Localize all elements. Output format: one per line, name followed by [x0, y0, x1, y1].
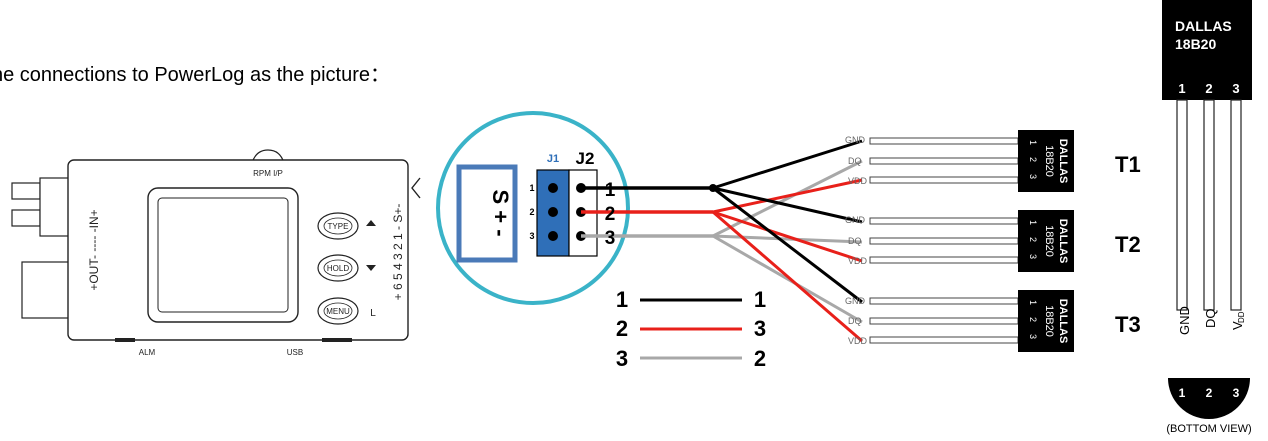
j2-pin-2: 2 — [605, 204, 616, 225]
t2-pin-2: 2 — [1028, 237, 1038, 242]
t1-pin-1: 1 — [1028, 140, 1038, 145]
menu-button-label: MENU — [326, 307, 350, 316]
sm-port-label: S + - — [488, 189, 513, 236]
t1-lead-gnd: GND — [845, 135, 866, 145]
t3-pin-3: 3 — [1028, 334, 1038, 339]
t1-pin-2: 2 — [1028, 157, 1038, 162]
t1-lead-dq: DQ — [848, 156, 862, 166]
t3-lead-vdd: VDD — [848, 336, 868, 346]
legend-3-to: 2 — [754, 346, 766, 371]
chip-bottom-pin-2: 2 — [1206, 386, 1213, 400]
t3-body-line-1: DALLAS — [1057, 299, 1069, 344]
bottom-view-label: (BOTTOM VIEW) — [1166, 423, 1251, 435]
channel-label: + 6 5 4 3 2 1 - S+- — [391, 204, 405, 301]
intro-text: he connections to PowerLog as the pictur… — [0, 64, 391, 86]
t3-pin-1: 1 — [1028, 300, 1038, 305]
chip-body — [1162, 0, 1252, 100]
t2-body-line-2: 18B20 — [1043, 225, 1055, 257]
j2-pin-1: 1 — [605, 180, 616, 201]
j2-label: J2 — [576, 149, 595, 168]
legend-3-from: 3 — [616, 346, 628, 371]
t2-lead-vdd: VDD — [848, 256, 868, 266]
t2-pin-1: 1 — [1028, 220, 1038, 225]
menu-side-label: L — [370, 308, 376, 319]
legend-1-to: 1 — [754, 287, 766, 312]
chip-bottom-pin-3: 3 — [1233, 386, 1240, 400]
ds18b20-pinout: DALLAS 18B20 1 2 3 GND DQ V DD 1 2 3 (BO… — [1162, 0, 1252, 435]
t2-lead-dq: DQ — [848, 236, 862, 246]
chip-lead-v: V — [1230, 321, 1245, 330]
j2-pin-3: 3 — [605, 228, 616, 249]
powerlog-device: RPM I/P TYPE HOLD MENU L +OUT- ---- -IN+… — [11, 149, 421, 357]
j1-pin-1: 1 — [529, 183, 534, 193]
t1-body-line-1: DALLAS — [1057, 139, 1069, 184]
t3-body-line-2: 18B20 — [1043, 305, 1055, 337]
type-button-label: TYPE — [328, 222, 349, 231]
chip-title-1: DALLAS — [1175, 18, 1232, 34]
sensor-t2: GND DQ VDD DALLAS 18B20 1 2 3 T2 — [845, 210, 1141, 272]
t3-tag: T3 — [1115, 312, 1141, 337]
hold-button-label: HOLD — [327, 264, 349, 273]
j1-pin-3: 3 — [529, 231, 534, 241]
chip-lead-dd: DD — [1237, 311, 1246, 323]
legend-1-from: 1 — [616, 287, 628, 312]
t1-tag: T1 — [1115, 152, 1141, 177]
sensor-t3: GND DQ VDD DALLAS 18B20 1 2 3 T3 — [845, 290, 1141, 352]
t2-body-line-1: DALLAS — [1057, 219, 1069, 264]
connector-zoom: S + - J1 J2 1 2 3 — [436, 111, 630, 305]
chip-lead-gnd: GND — [1177, 306, 1192, 335]
harness-wires: 1 2 3 — [581, 139, 863, 343]
sensor-t1: GND DQ VDD DALLAS 18B20 1 2 3 T1 — [845, 130, 1141, 192]
alm-label: ALM — [139, 348, 156, 357]
legend-2-to: 3 — [754, 316, 766, 341]
usb-label: USB — [287, 348, 303, 357]
chip-pin-2: 2 — [1205, 81, 1212, 96]
t2-tag: T2 — [1115, 232, 1141, 257]
j1-label: J1 — [547, 153, 559, 165]
chip-bottom-pin-1: 1 — [1179, 386, 1186, 400]
t1-body-line-2: 18B20 — [1043, 145, 1055, 177]
rpm-port-label: RPM I/P — [253, 169, 283, 178]
sm-port — [456, 164, 518, 263]
legend-2-from: 2 — [616, 316, 628, 341]
t2-lead-gnd: GND — [845, 215, 866, 225]
t3-lead-gnd: GND — [845, 296, 866, 306]
arrow-down-icon — [366, 265, 376, 271]
wire-legend: 1 1 2 3 3 2 — [616, 287, 766, 371]
t1-pin-3: 3 — [1028, 174, 1038, 179]
chip-bottom-view — [1168, 378, 1250, 419]
t3-lead-dq: DQ — [848, 316, 862, 326]
chip-pin-3: 3 — [1232, 81, 1239, 96]
chip-lead-dq: DQ — [1203, 309, 1218, 329]
chip-pin-1: 1 — [1178, 81, 1185, 96]
t3-pin-2: 2 — [1028, 317, 1038, 322]
chip-title-2: 18B20 — [1175, 36, 1216, 52]
t2-pin-3: 3 — [1028, 254, 1038, 259]
out-in-label: +OUT- ---- -IN+ — [87, 209, 101, 290]
arrow-up-icon — [366, 220, 376, 226]
t1-lead-vdd: VDD — [848, 176, 868, 186]
j1-pin-2: 2 — [529, 207, 534, 217]
